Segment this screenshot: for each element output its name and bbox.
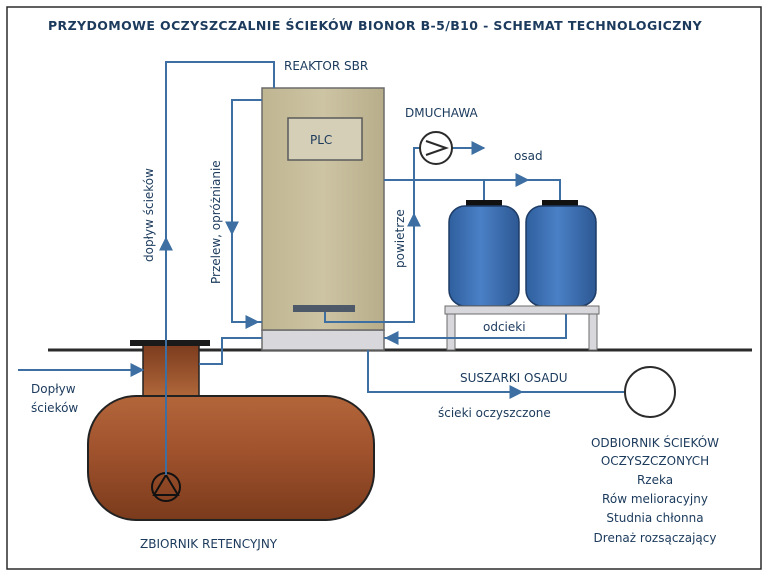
aerator-bar: [293, 305, 355, 312]
tank-label: ZBIORNIK RETENCYJNY: [140, 537, 278, 551]
overflow-label: Przelew, opróżnianie: [209, 160, 223, 284]
dryer-container-1: [448, 200, 520, 307]
diagram-title: PRZYDOMOWE OCZYSZCZALNIE ŚCIEKÓW BIONOR …: [48, 18, 703, 33]
inlet-label-1: Dopływ: [31, 382, 76, 396]
receiver-title-2: OCZYSZCZONYCH: [601, 454, 709, 468]
receiver-item: Drenaż rozsączający: [594, 531, 717, 545]
dryer-stand: [444, 305, 600, 351]
blower-label: DMUCHAWA: [405, 106, 479, 120]
overflow-pipe: [231, 99, 262, 323]
inflow-label: dopływ ścieków: [142, 168, 156, 262]
reactor-label: REAKTOR SBR: [284, 59, 368, 73]
plc-label: PLC: [310, 133, 332, 147]
receiver-item: Rzeka: [637, 473, 673, 487]
plc-box: [287, 117, 363, 161]
dryer-container-2: [525, 200, 597, 307]
receiver-icon: [624, 366, 676, 418]
sludge-pipe: [384, 179, 561, 204]
reactor-base: [261, 329, 385, 351]
outer-frame: [6, 6, 762, 570]
dryers-label: SUSZARKI OSADU: [460, 371, 568, 385]
receiver-title-1: ODBIORNIK ŚCIEKÓW: [591, 435, 719, 450]
return-pipe: [199, 337, 262, 365]
tank-neck: [142, 344, 200, 401]
inlet-label-2: ścieków: [31, 401, 78, 415]
receiver-item: Studnia chłonna: [606, 511, 703, 525]
leachate-label: odcieki: [483, 320, 526, 334]
effluent-pipe: [367, 350, 626, 393]
receiver-item: Rów melioracyjny: [602, 492, 708, 506]
air-label: powietrze: [393, 209, 407, 268]
sludge-label: osad: [514, 149, 543, 163]
air-pipe: [324, 147, 420, 323]
effluent-label: ścieki oczyszczone: [438, 406, 551, 420]
tank-hatch: [130, 340, 210, 346]
blower-icon: [419, 131, 453, 165]
leachate-pipe: [384, 314, 567, 339]
inflow-pipe: [165, 61, 275, 475]
retention-tank: [87, 395, 375, 521]
